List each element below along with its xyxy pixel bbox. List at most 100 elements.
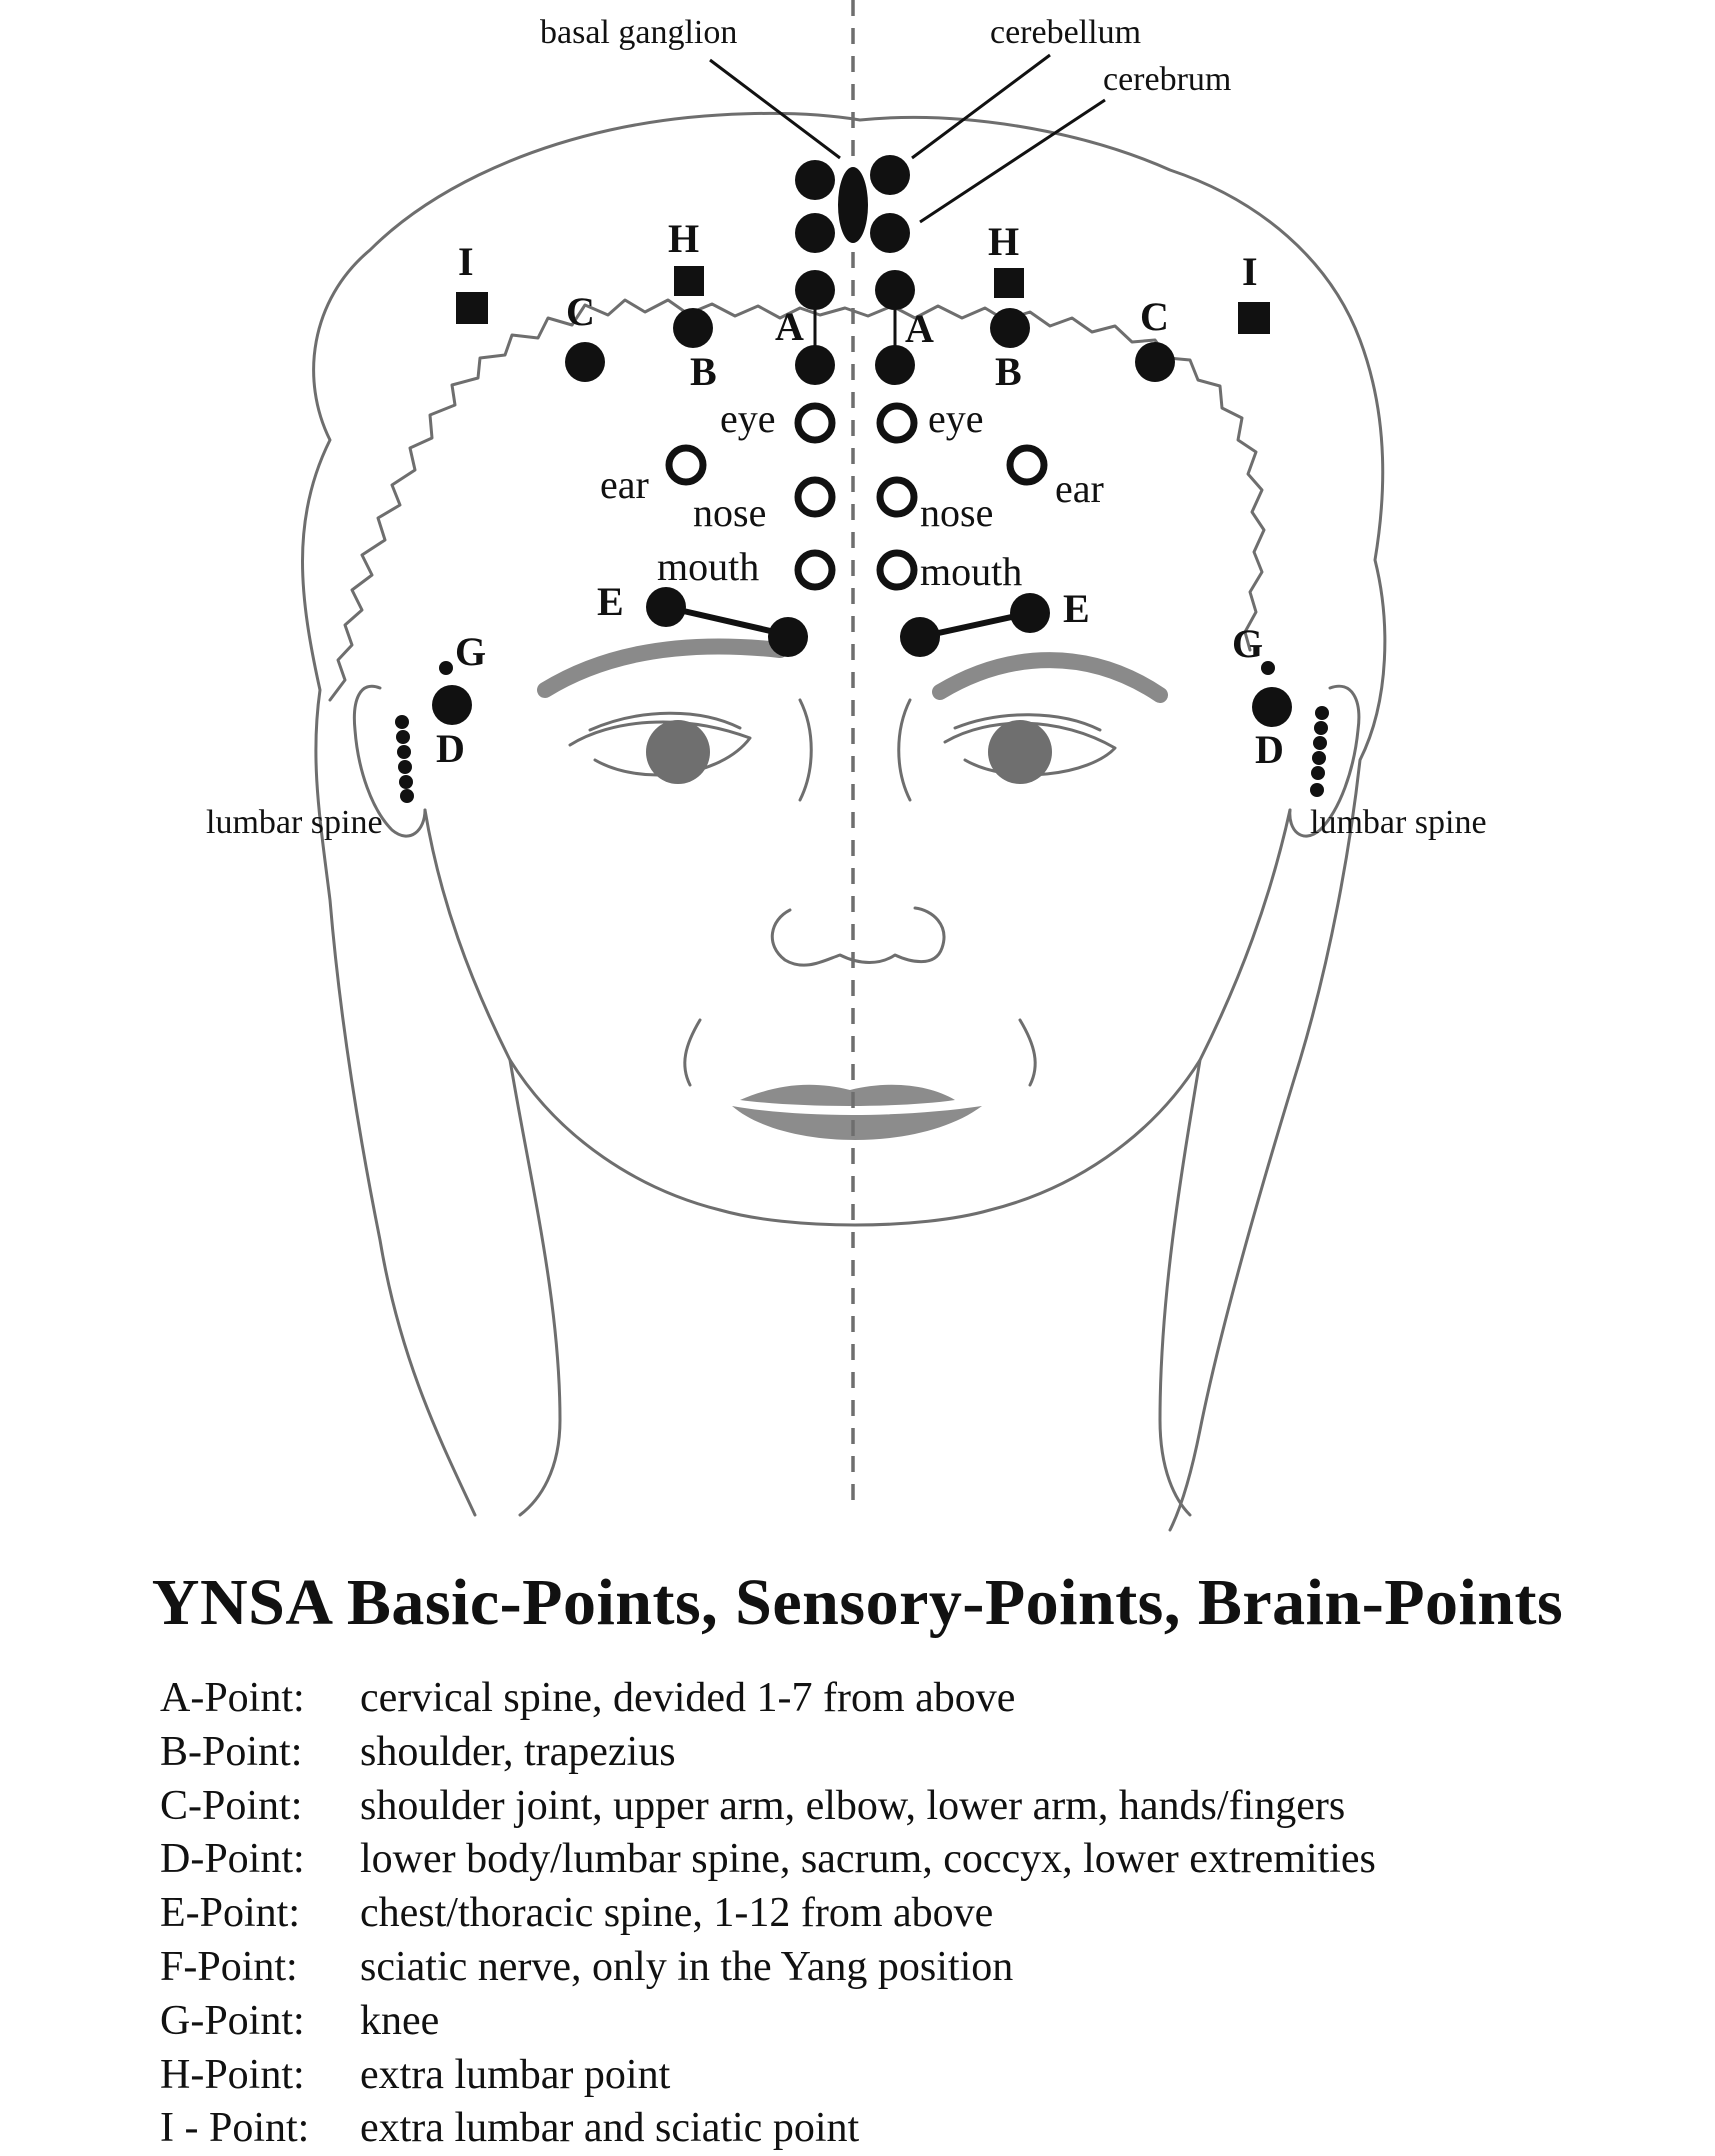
legend-item: H-Point: extra lumbar point [160, 2049, 1376, 2103]
h-point-left [674, 266, 704, 296]
legend-text: lower body/lumbar spine, sacrum, coccyx,… [360, 1836, 1376, 1883]
legend-item: B-Point:shoulder, trapezius [160, 1726, 1376, 1780]
label-b-right: B [995, 349, 1022, 394]
label-cerebrum: cerebrum [1103, 61, 1231, 98]
label-nose-left: nose [693, 490, 766, 535]
legend-key: C-Point: [160, 1782, 303, 1829]
legend-text: extra lumbar point [360, 2051, 671, 2098]
lower-lip [732, 1106, 982, 1140]
nose-point-right [876, 476, 918, 518]
d-point-left [432, 685, 472, 725]
legend-item: A-Point: cervical spine, devided 1-7 from… [160, 1672, 1376, 1726]
legend-key: F-Point: [160, 1943, 298, 1990]
label-i-right: I [1242, 249, 1258, 294]
label-d-left: D [436, 726, 465, 771]
ear-point-left [665, 444, 707, 486]
legend-text: extra lumbar and sciatic point [360, 2105, 860, 2152]
right-eyebrow [932, 652, 1168, 703]
e-point-right-inner [900, 617, 940, 657]
label-ear-left: ear [600, 462, 649, 507]
c-point-left [565, 342, 605, 382]
left-eye-lid [588, 711, 742, 732]
eye-point-right [876, 402, 918, 444]
right-cheek-line [1018, 1018, 1037, 1087]
brain-point-right-1 [870, 155, 910, 195]
figure-title: YNSA Basic-Points, Sensory-Points, Brain… [151, 1566, 1564, 1639]
lumbar-spine-dots-left [395, 715, 414, 803]
mouth-point-right [876, 549, 918, 591]
brain-point-right-2 [870, 213, 910, 253]
nose-point-left [794, 476, 836, 518]
a-point-left [795, 345, 835, 385]
basal-ganglion-point [838, 167, 868, 243]
label-i-left: I [458, 239, 474, 284]
legend-key: A-Point: [160, 1675, 305, 1721]
legend-text: cervical spine, devided 1-7 from above [360, 1675, 1016, 1721]
point-legend: A-Point: cervical spine, devided 1-7 from… [160, 1672, 1376, 2156]
legend-item: D-Point: lower body/lumbar spine, sacrum,… [160, 1833, 1376, 1887]
left-eye-outline [568, 720, 752, 777]
nose-bridge-right [897, 698, 912, 802]
i-point-left [456, 292, 488, 324]
label-e-left: E [597, 579, 624, 624]
legend-key: H-Point: [160, 2051, 305, 2098]
right-ear [1288, 684, 1361, 838]
brain-point-left-2 [795, 213, 835, 253]
i-point-right [1238, 302, 1270, 334]
label-a-right: A [905, 306, 934, 351]
left-eyebrow [537, 638, 788, 698]
legend-key: D-Point: [160, 1836, 305, 1883]
label-cerebellum: cerebellum [990, 14, 1141, 51]
legend-text: chest/thoracic spine, 1-12 from above [360, 1890, 994, 1937]
label-c-left: C [566, 289, 595, 334]
label-mouth-right: mouth [920, 549, 1022, 594]
label-basal-ganglion: basal ganglion [540, 14, 737, 51]
leader-cerebellum [911, 53, 1051, 160]
leader-cerebrum [919, 98, 1106, 224]
legend-item: I - Point: extra lumbar and sciatic point [160, 2102, 1376, 2156]
label-eye-left: eye [720, 396, 776, 441]
upper-lip [740, 1084, 955, 1106]
legend-item: E-Point: chest/thoracic spine, 1-12 from … [160, 1887, 1376, 1941]
e-left-connector [665, 604, 789, 638]
legend-text: knee [360, 1997, 440, 2044]
jaw-left [423, 808, 722, 1212]
nose-bridge-left [798, 698, 813, 802]
b-point-left [673, 308, 713, 348]
brain-point-left-3 [795, 270, 835, 310]
label-lumbar-spine-right: lumbar spine [1310, 804, 1487, 841]
ynsa-face-diagram: basal ganglion cerebellum cerebrum I I H… [206, 0, 1487, 1532]
e-point-left-outer [646, 587, 686, 627]
legend-key: E-Point: [160, 1890, 301, 1937]
legend-text: shoulder joint, upper arm, elbow, lower … [360, 1782, 1346, 1829]
e-point-right-outer [1010, 593, 1050, 633]
legend-key: I - Point: [160, 2105, 310, 2152]
head-outline [301, 111, 1387, 1532]
label-h-left: H [668, 216, 699, 261]
h-point-right [994, 268, 1024, 298]
right-eye-lid [953, 713, 1102, 732]
lumbar-spine-dots-right [1310, 706, 1329, 797]
legend-text: sciatic nerve, only in the Yang position [360, 1943, 1014, 1990]
a-point-right [875, 345, 915, 385]
hairline [328, 298, 1266, 702]
label-e-right: E [1063, 586, 1090, 631]
c-point-right [1135, 342, 1175, 382]
label-eye-right: eye [928, 396, 984, 441]
chin [718, 1208, 992, 1227]
e-point-left-inner [768, 617, 808, 657]
label-g-left: G [455, 629, 486, 674]
ear-point-right [1006, 444, 1048, 486]
jaw-right [988, 808, 1292, 1212]
legend-item: G-Point:knee [160, 1995, 1376, 2049]
legend-item: C-Point: shoulder joint, upper arm, elbow… [160, 1780, 1376, 1834]
d-point-right [1252, 687, 1292, 727]
left-ear [352, 684, 427, 838]
neck-right [1158, 1058, 1202, 1517]
neck-left [508, 1058, 562, 1517]
label-c-right: C [1140, 294, 1169, 339]
label-g-right: G [1232, 621, 1263, 666]
g-point-right [1261, 661, 1275, 675]
g-point-left [439, 661, 453, 675]
legend-item: F-Point: sciatic nerve, only in the Yang … [160, 1941, 1376, 1995]
